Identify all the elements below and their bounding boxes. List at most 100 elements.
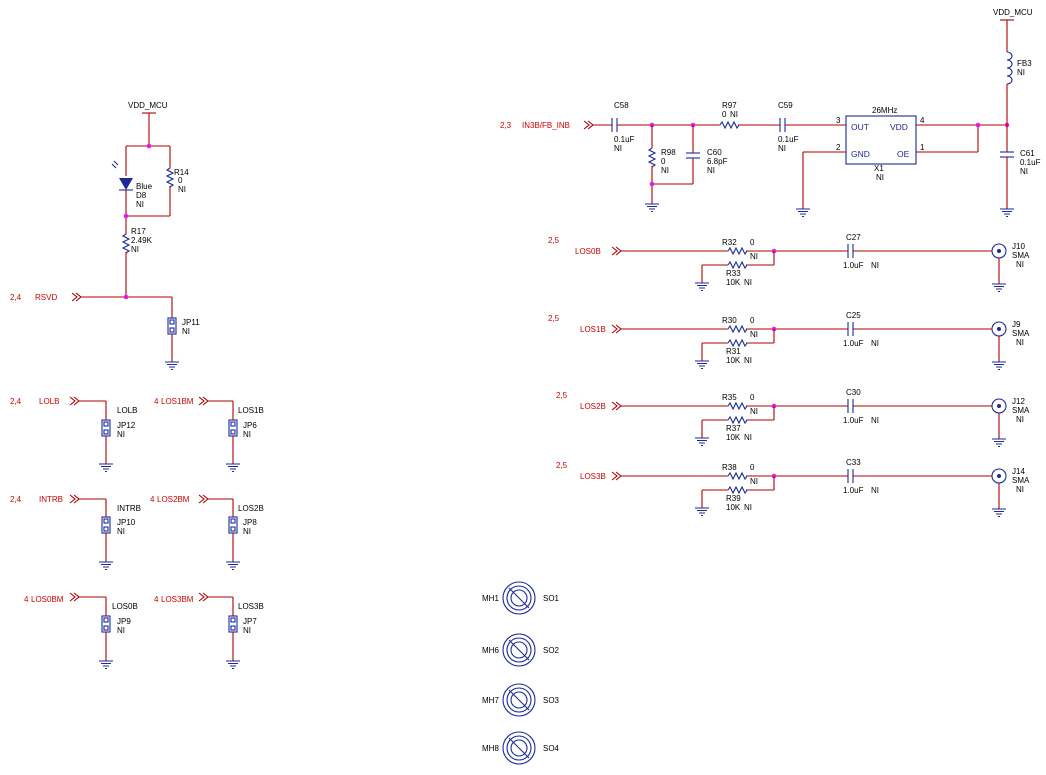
r17-value: 2.49K (131, 236, 153, 245)
r17-ref: R17 (131, 227, 146, 236)
sma-connector (991, 398, 1007, 414)
rsvd-port (71, 292, 82, 302)
lolb-sheet: 2,4 (10, 397, 22, 406)
x1-pin-oe: OE (897, 149, 910, 159)
lolb-net-label: LOLB (39, 397, 59, 406)
x1-oscillator (845, 115, 917, 165)
r98-value: 0 (661, 157, 666, 166)
los2bm-sheet: 4 (150, 495, 155, 504)
r98-ni: NI (661, 166, 669, 175)
cap-ref: C27 (846, 233, 861, 242)
c60-value: 6.8pF (707, 157, 728, 166)
los1bm-sheet: 4 (154, 397, 159, 406)
c59-ref: C59 (778, 101, 793, 110)
x1-pin1-num: 1 (920, 143, 925, 152)
led-d8-symbol (119, 178, 133, 190)
los-sheet: 2,5 (548, 236, 560, 245)
sma-connector (991, 243, 1007, 259)
so-ref: SO1 (543, 594, 560, 603)
jp10-ni: NI (117, 527, 125, 536)
c58-ni: NI (614, 144, 622, 153)
c58-value: 0.1uF (614, 135, 635, 144)
jp12-symbol (101, 419, 111, 437)
gnd-symbol (225, 654, 241, 670)
los0bm-net-label: LOS0BM (31, 595, 64, 604)
r97-ref: R97 (722, 101, 737, 110)
jp8-ref: JP8 (243, 518, 257, 527)
jp6-symbol (228, 419, 238, 437)
jp10-ref: JP10 (117, 518, 136, 527)
jp6-ref: JP6 (243, 421, 257, 430)
los-sheet: 2,5 (556, 391, 568, 400)
fb3-ref: FB3 (1017, 59, 1032, 68)
conn-ref: J9 (1012, 320, 1021, 329)
gnd-symbol (694, 501, 710, 517)
jp10-net: INTRB (117, 504, 141, 513)
rs-ref: R38 (722, 463, 737, 472)
conn-ref: J10 (1012, 242, 1025, 251)
gnd-symbol (795, 202, 811, 218)
los3bm-port (198, 592, 209, 602)
cap-ref: C30 (846, 388, 861, 397)
rs-ref: R35 (722, 393, 737, 402)
intrb-sheet: 2,4 (10, 495, 22, 504)
cap-ref: C25 (846, 311, 861, 320)
cap-ref: C33 (846, 458, 861, 467)
rp-symbol (727, 416, 748, 424)
cap-ni: NI (871, 416, 879, 425)
rs-value: 0 (750, 463, 755, 472)
conn-ni: NI (1016, 485, 1024, 494)
los-net-label: LOS0B (575, 247, 601, 256)
rs-ni: NI (750, 252, 758, 261)
jp12-net: LOLB (117, 406, 137, 415)
x1-pin-out: OUT (851, 122, 869, 132)
jp11-ref: JP11 (182, 318, 200, 327)
conn-ni: NI (1016, 415, 1024, 424)
rp-symbol (727, 261, 748, 269)
gnd-symbol (694, 354, 710, 370)
sma-connector (991, 321, 1007, 337)
conn-ni: NI (1016, 338, 1024, 347)
x1-pin2-num: 2 (836, 143, 841, 152)
rp-value: 10K (726, 433, 741, 442)
rs-symbol (727, 325, 748, 333)
los2bm-net-label: LOS2BM (157, 495, 190, 504)
los2bm-port (198, 494, 209, 504)
jp6-ni: NI (243, 430, 251, 439)
los0bm-sheet: 4 (24, 595, 29, 604)
rp-ni: NI (744, 278, 752, 287)
jp7-symbol (228, 615, 238, 633)
r98-symbol (648, 147, 656, 168)
jp7-net: LOS3B (238, 602, 264, 611)
jp9-ref: JP9 (117, 617, 131, 626)
gnd-symbol (999, 202, 1015, 218)
rp-ref: R33 (726, 269, 741, 278)
rp-symbol (727, 486, 748, 494)
los-net-label: LOS1B (580, 325, 606, 334)
rp-ni: NI (744, 356, 752, 365)
gnd-symbol (694, 276, 710, 292)
conn-type: SMA (1012, 251, 1030, 260)
los1bm-port (198, 396, 209, 406)
fb3-ni: NI (1017, 68, 1025, 77)
rs-value: 0 (750, 316, 755, 325)
jp11-symbol (167, 317, 177, 335)
conn-type: SMA (1012, 476, 1030, 485)
d8-value: Blue (136, 182, 153, 191)
intrb-net-label: INTRB (39, 495, 63, 504)
rp-ni: NI (744, 433, 752, 442)
conn-ref: J12 (1012, 397, 1025, 406)
x1-ref: X1 (874, 164, 884, 173)
los0bm-port (69, 592, 80, 602)
rsvd-net-label: RSVD (35, 293, 57, 302)
jp12-ni: NI (117, 430, 125, 439)
r14-symbol (166, 167, 174, 188)
so-ref: SO4 (543, 744, 560, 753)
